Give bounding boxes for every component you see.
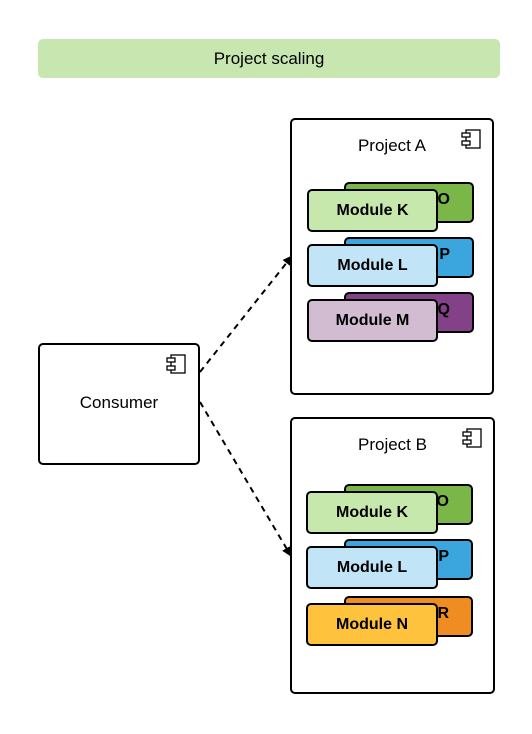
module-m[interactable]: Module M (307, 299, 438, 342)
arrow-consumer-to-project-b (199, 401, 292, 557)
diagram-title: Project scaling (38, 39, 500, 78)
consumer-label: Consumer (79, 393, 159, 412)
arrow-consumer-to-project-a (199, 255, 293, 373)
component-icon (165, 354, 187, 374)
module-l[interactable]: Module L (307, 244, 438, 287)
consumer-component[interactable]: Consumer (38, 343, 200, 465)
module-k[interactable]: Module K (307, 189, 438, 232)
module-n[interactable]: Module N (306, 603, 438, 646)
component-icon (461, 428, 483, 448)
module-k[interactable]: Module K (306, 491, 438, 534)
project-a-label: Project A (357, 136, 427, 155)
project-b-label: Project B (358, 435, 427, 454)
module-l[interactable]: Module L (306, 546, 438, 589)
component-icon (460, 129, 482, 149)
